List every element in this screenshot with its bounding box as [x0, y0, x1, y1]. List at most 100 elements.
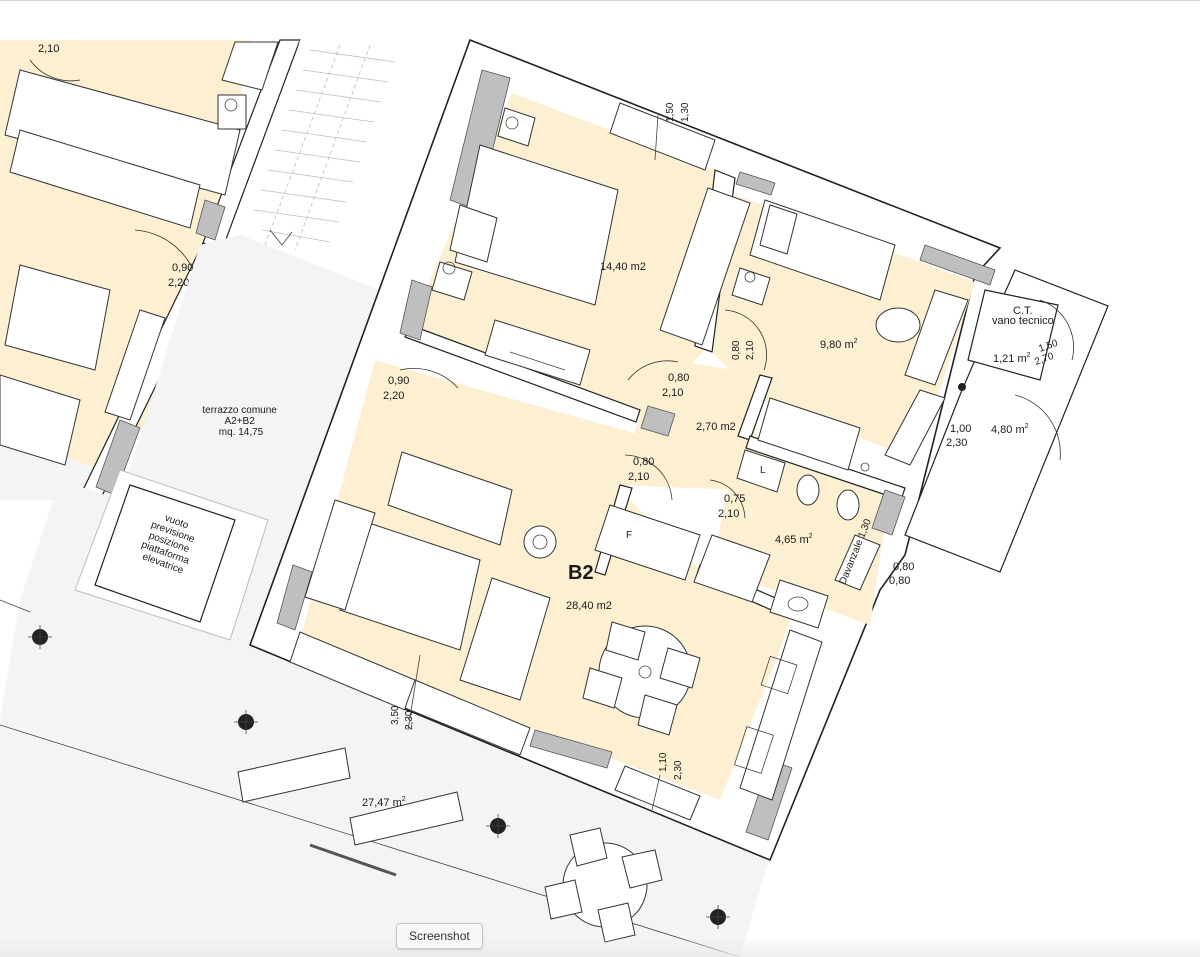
kitchen-door-swing[interactable]	[624, 454, 673, 501]
dining-chair-1	[605, 621, 646, 661]
master-lamp-1	[442, 261, 456, 275]
dining-chair-2	[659, 647, 701, 689]
dim-balcony-door-height: 2,30	[946, 437, 967, 449]
hall-floor	[620, 360, 765, 490]
dining-table-center	[638, 665, 652, 679]
viewer-bottom-shadow	[0, 937, 1200, 957]
bedroom-door-swing[interactable]	[627, 360, 679, 381]
window-living-right[interactable]	[614, 765, 701, 821]
master-wardrobe	[659, 187, 751, 346]
left-sink-bowl	[224, 98, 238, 112]
toilet	[796, 474, 820, 506]
dim-left-door-height: 2,20	[168, 277, 189, 289]
side-table-top	[532, 534, 548, 550]
dim-window-top-width: 1,50	[665, 102, 676, 122]
lamp-4	[706, 905, 730, 929]
pillar-b2-se	[745, 759, 793, 841]
dim-bathroom-door-height: 2,10	[718, 508, 739, 520]
dining-chair-4	[637, 694, 678, 736]
second-bed-pillow	[759, 204, 798, 255]
left-wardrobe	[4, 69, 241, 196]
bedroom-master-area-label: 14,40 m2	[600, 261, 646, 273]
window-top-bedroom[interactable]	[609, 102, 716, 171]
terrace-area-label: 27,47 m2	[362, 796, 406, 809]
dim-entry-width: 0,90	[388, 375, 409, 387]
pillar-b2-ne	[919, 244, 996, 286]
pillar-b2-e	[871, 489, 906, 536]
bathroom-sink	[769, 579, 829, 629]
sunbed-1	[237, 747, 351, 803]
sink-bowl	[787, 596, 809, 612]
pillar-b2-s	[529, 729, 613, 769]
window-living-left[interactable]	[289, 631, 416, 711]
ct-sublabel: vano tecnico	[992, 315, 1054, 327]
pillar-b2-center	[640, 405, 676, 437]
dim-left-top: 2,10	[38, 43, 59, 55]
dim-kitchen-door-height: 2,10	[628, 471, 649, 483]
master-desk-item	[509, 351, 566, 371]
master-lamp-2	[505, 116, 519, 130]
pillar-b2-w	[399, 279, 433, 341]
master-desk	[484, 319, 591, 386]
window-living-mid[interactable]	[404, 679, 531, 756]
dim-kitchen-door-width: 0,80	[633, 456, 654, 468]
dim-bath-window-height: 0,80	[889, 575, 910, 587]
kitchen-sink	[734, 726, 774, 774]
dim-bedroom-door-height: 2,10	[662, 387, 683, 399]
bedroom2-door-swing[interactable]	[724, 309, 768, 371]
laundry-unit	[736, 449, 786, 493]
balcony-door[interactable]	[884, 389, 946, 466]
terrace-edge-left	[0, 599, 31, 613]
second-lamp	[744, 271, 756, 283]
dim-bath-window-width: 0,80	[893, 561, 914, 573]
terrazzo-label: terrazzo comune A2+B2 mq. 14,75	[202, 405, 279, 438]
outdoor-chair-2	[621, 849, 663, 889]
sofa-top	[387, 451, 513, 546]
sunbed-2	[349, 791, 464, 846]
shower	[693, 534, 771, 603]
balcony-door-swing[interactable]	[1014, 394, 1061, 461]
ct-and-balcony: C.T. vano tecnico 1,21 m2 4,80 m2 1,50 2…	[904, 269, 1109, 573]
left-sofa	[0, 374, 81, 466]
left-cabinet	[9, 129, 201, 229]
entry-door-swing[interactable]	[399, 368, 459, 389]
dim-entry-height: 2,20	[383, 390, 404, 402]
bathroom-area-label: 4,65 m2	[775, 533, 813, 546]
hall-area-label: 2,70 m2	[696, 421, 736, 433]
outdoor-chair-4	[597, 902, 636, 943]
tv-console	[304, 499, 376, 611]
stair-area	[245, 40, 405, 262]
dim-window-top-height: 1,30	[680, 102, 691, 122]
bath-window[interactable]	[834, 534, 881, 591]
ct-label: C.T.	[1013, 305, 1033, 317]
bidet	[836, 489, 860, 521]
bathroom-door-swing[interactable]	[709, 479, 746, 519]
terrace-drain	[309, 843, 397, 877]
dim-balcony-door-width: 1,00	[950, 423, 971, 435]
unit-label: B2	[568, 562, 594, 584]
second-desk	[757, 397, 861, 471]
kitchen-counter	[739, 629, 823, 801]
pillar-b2-sw	[276, 564, 313, 631]
dim-left-door-width: 0,90	[172, 262, 193, 274]
screenshot-label[interactable]: Screenshot	[396, 923, 483, 949]
lift-shaft	[94, 484, 236, 623]
ct-area-label: 1,21 m2	[993, 352, 1031, 365]
stair-treads	[253, 44, 396, 251]
second-chair	[875, 307, 921, 343]
lamp-2	[234, 710, 258, 734]
second-nightstand	[731, 267, 771, 306]
side-table	[523, 525, 557, 559]
ct-door-swing[interactable]	[1039, 299, 1075, 361]
ct-box	[967, 289, 1059, 381]
dining-chair-3	[582, 667, 623, 709]
apartment-b2: L F	[248, 38, 1002, 862]
lamp-1	[28, 625, 52, 649]
left-pillar-1	[195, 199, 226, 241]
kitchen-cabinet	[594, 504, 701, 581]
fridge-label: F	[626, 530, 632, 541]
second-plant	[860, 462, 870, 472]
dim-line-living	[407, 654, 421, 731]
